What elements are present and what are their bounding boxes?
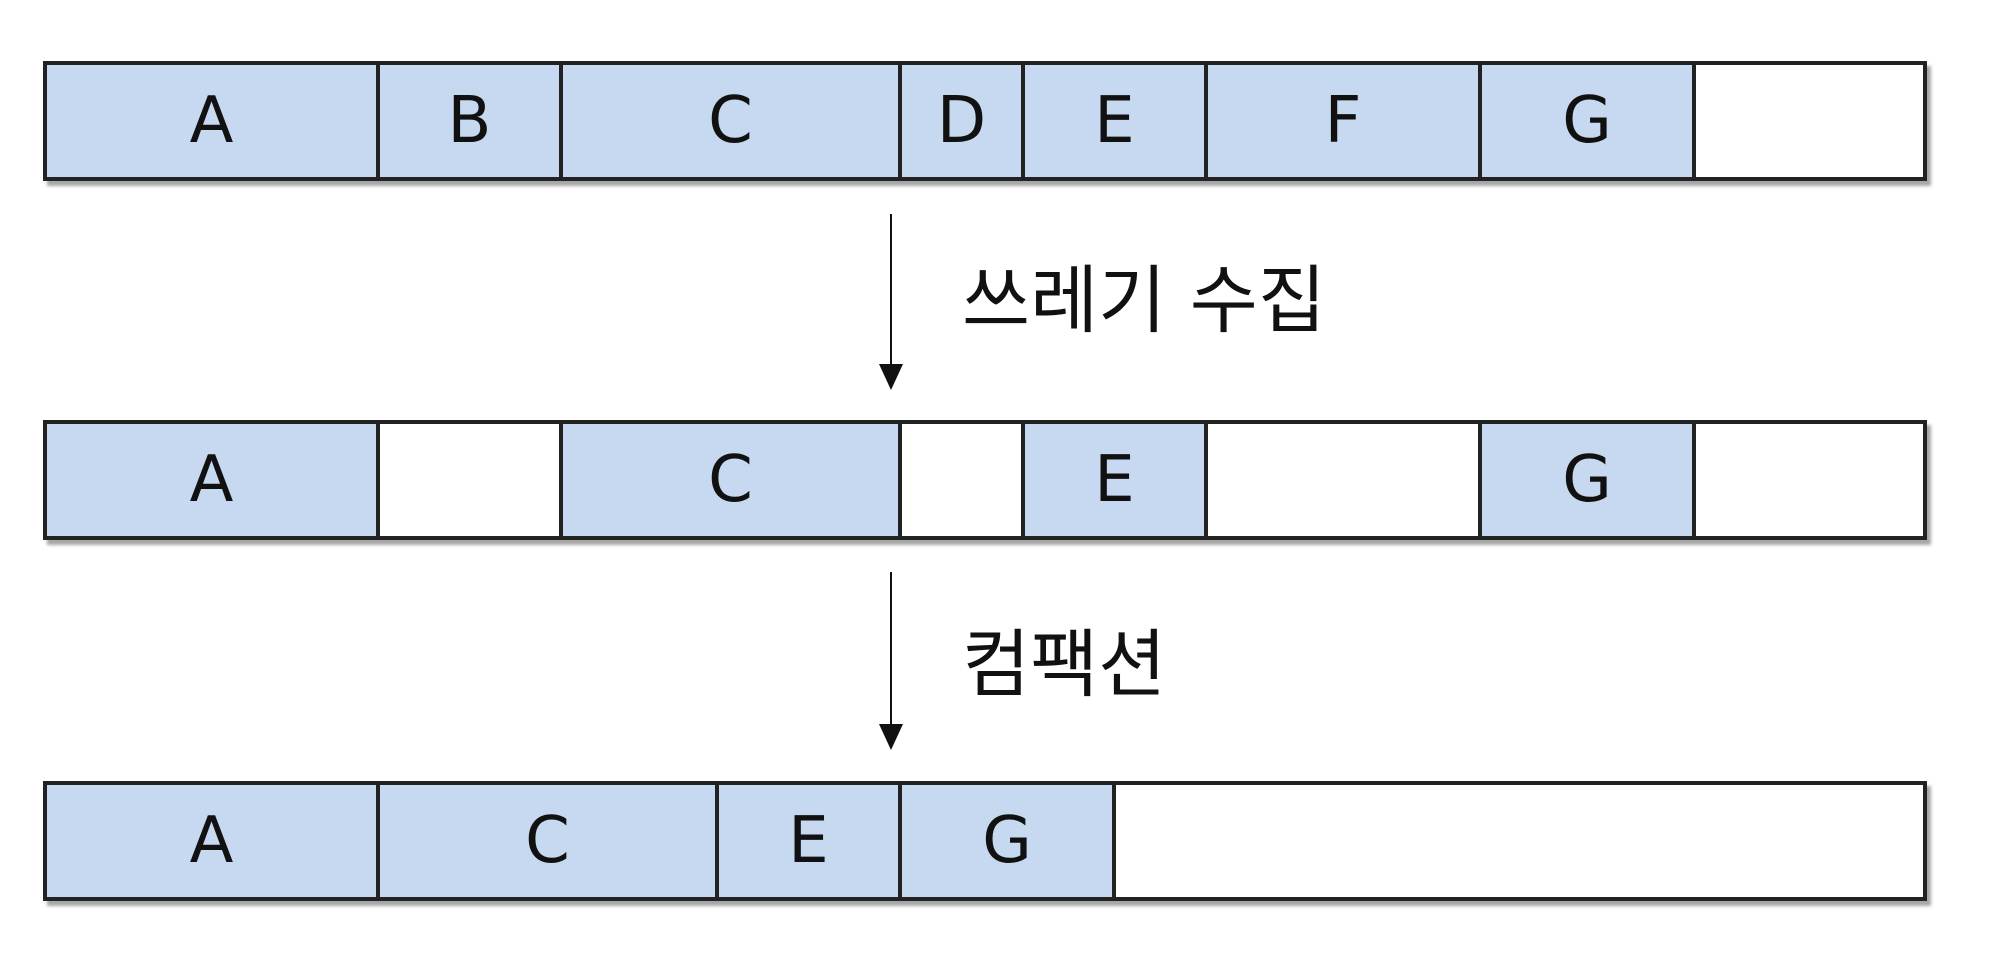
arrow-down-icon — [879, 214, 903, 390]
memory-block-e: E — [719, 785, 902, 897]
memory-block-e: E — [1021, 424, 1208, 536]
memory-block-a: A — [47, 65, 380, 177]
memory-block-g: G — [902, 785, 1116, 897]
memory-block-f: F — [1208, 65, 1482, 177]
memory-row-initial: A B C D E F G — [43, 61, 1927, 181]
memory-block-a: A — [47, 424, 380, 536]
memory-block-c: C — [380, 785, 719, 897]
memory-block-g: G — [1482, 65, 1696, 177]
memory-block-e: E — [1025, 65, 1208, 177]
memory-block-a: A — [47, 785, 380, 897]
memory-block-c: C — [559, 424, 902, 536]
memory-block-c: C — [563, 65, 902, 177]
step-label-garbage-collection: 쓰레기 수집 — [962, 258, 1326, 344]
memory-block-d: D — [902, 65, 1025, 177]
arrow-down-icon — [879, 572, 903, 750]
memory-row-after-compaction: A C E G — [43, 781, 1927, 901]
step-label-compaction: 컴팩션 — [962, 622, 1167, 708]
memory-block-g: G — [1478, 424, 1696, 536]
memory-row-after-gc: A C E G — [43, 420, 1927, 540]
memory-block-b: B — [380, 65, 563, 177]
